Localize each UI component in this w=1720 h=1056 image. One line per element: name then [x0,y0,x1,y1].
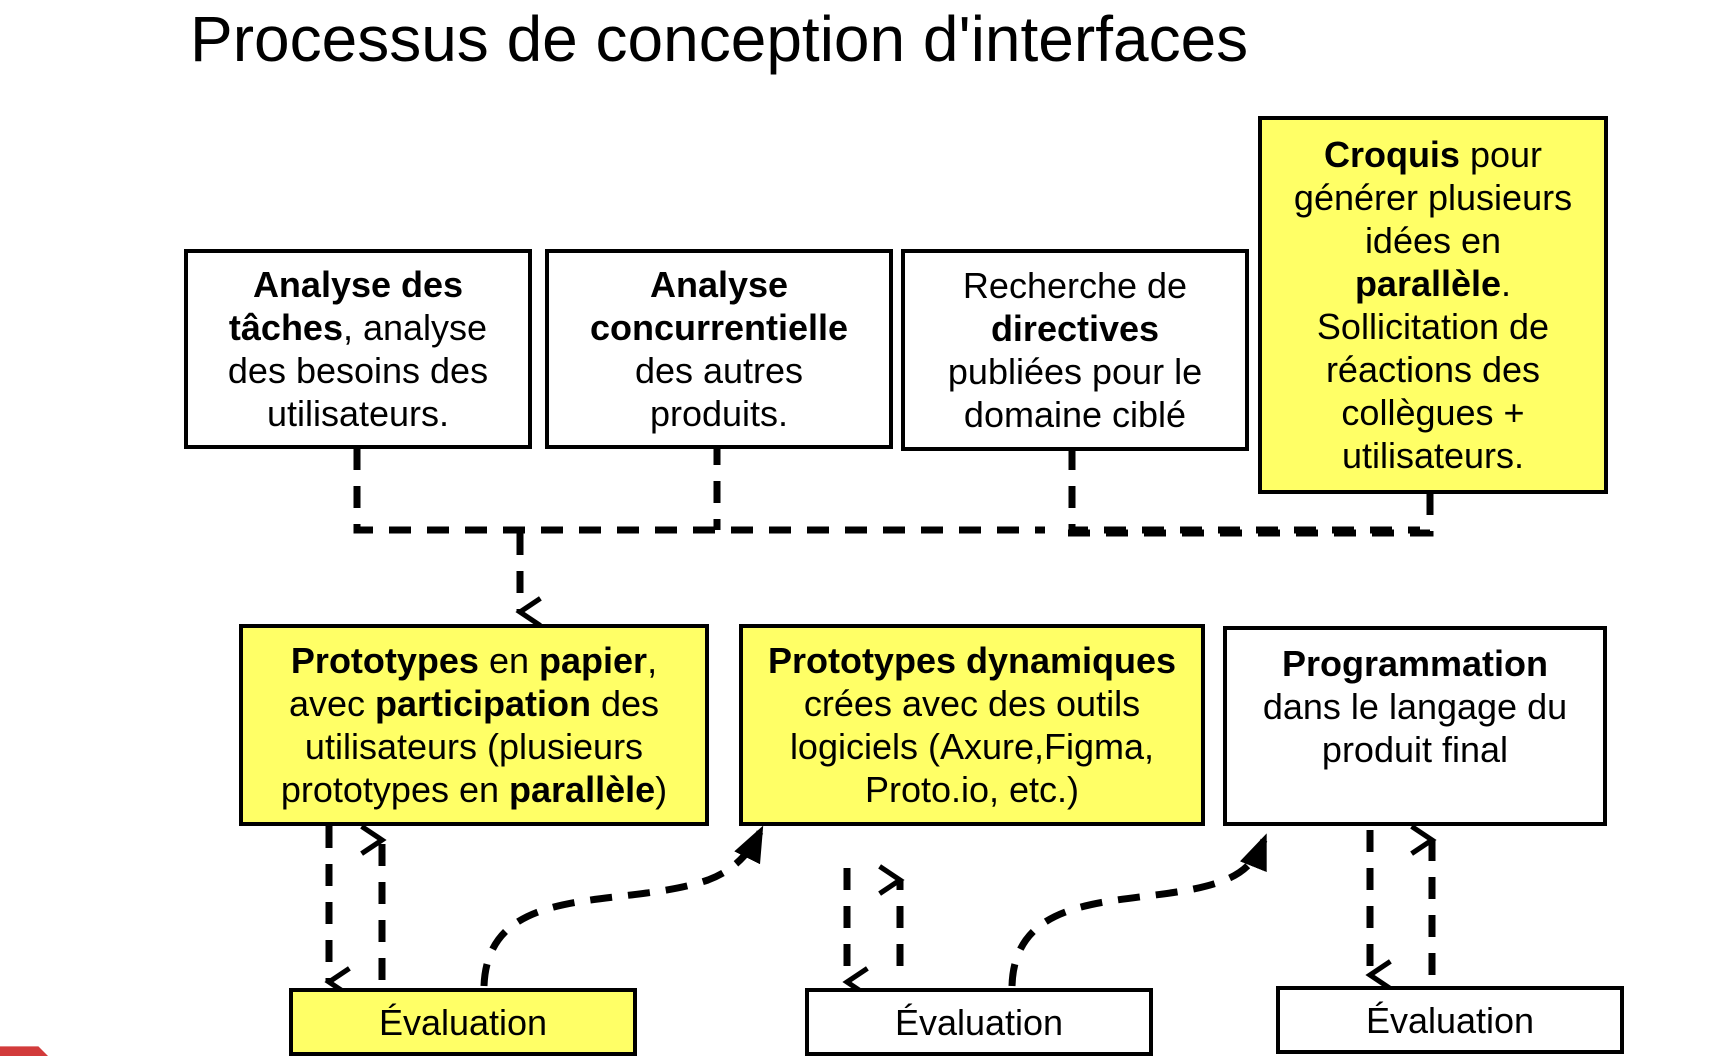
bold-text: directives [990,308,1160,349]
box-line: avec participation des [281,682,667,725]
box-prototypes-papier: Prototypes en papier,avec participation … [239,624,709,826]
bold-text: Analyse des [252,264,464,305]
evaluation-box-2: Évaluation [805,988,1153,1056]
box-line: dans le langage du [1263,685,1567,728]
bold-text: parallèle [1354,263,1502,304]
arrow-eval1-to-dynamiques [480,825,764,987]
bold-text: Croquis [1323,134,1460,175]
text: en [478,640,540,681]
box-line: utilisateurs (plusieurs [281,725,667,768]
text: réactions des [1325,349,1541,390]
text: utilisateurs. [1341,435,1525,476]
box-line: tâches, analyse [228,306,488,349]
box-line: Prototypes dynamiques [768,639,1176,682]
text: Recherche de [962,265,1188,306]
box-line: utilisateurs. [228,392,488,435]
text: pour [1459,134,1543,175]
box-line: prototypes en parallèle) [281,768,667,811]
text: prototypes en [280,769,510,810]
bold-text: parallèle [509,769,656,810]
box-line: directives [948,307,1202,350]
box-line: collègues + [1294,391,1572,434]
bold-text: Programmation [1281,643,1549,684]
box-line: produits. [590,392,848,435]
text: . [1501,263,1512,304]
box-line: Sollicitation de [1294,305,1572,348]
page-title: Processus de conception d'interfaces [190,3,1249,75]
box-line: produit final [1263,728,1567,771]
evaluation-box-3: Évaluation [1276,986,1624,1054]
text: Proto.io, etc.) [864,769,1080,810]
text: produits. [649,393,789,434]
bold-text: participation [374,683,592,724]
text: crées avec des outils [803,683,1141,724]
text: des autres [634,350,804,391]
bold-text: Prototypes [290,640,479,681]
text: produit final [1321,729,1509,770]
text: , analyse [342,307,488,348]
text: publiées pour le [947,351,1203,392]
bold-text: Analyse [649,264,789,305]
text: collègues + [1341,392,1525,433]
text: dans le langage du [1262,686,1568,727]
box-text: Prototypes en papier,avec participation … [281,639,667,811]
text: générer plusieurs [1293,177,1573,218]
bold-text: Prototypes dynamiques [767,640,1177,681]
bold-text: papier [539,640,648,681]
box-line: utilisateurs. [1294,434,1572,477]
box-line: Analyse des [228,263,488,306]
evaluation-label: Évaluation [894,1001,1064,1043]
box-line: parallèle. [1294,262,1572,305]
box-line: Croquis pour [1294,133,1572,176]
evaluation-label: Évaluation [1365,999,1535,1041]
box-line: domaine ciblé [948,393,1202,436]
text: des besoins des [227,350,489,391]
box-line: des besoins des [228,349,488,392]
evaluation-label: Évaluation [378,1001,548,1043]
box-line: des autres [590,349,848,392]
box-line: concurrentielle [590,306,848,349]
box-line: logiciels (Axure,Figma, [768,725,1176,768]
text: avec [288,683,375,724]
text: logiciels (Axure,Figma, [789,726,1155,767]
arrow-eval2-to-programmation [1008,833,1268,987]
box-line: publiées pour le [948,350,1202,393]
connector-croquis [1060,493,1434,537]
text: ) [655,769,668,810]
box-line: Proto.io, etc.) [768,768,1176,811]
text: Sollicitation de [1316,306,1550,347]
box-line: crées avec des outils [768,682,1176,725]
corner-decoration [0,1046,48,1056]
bold-text: tâches [228,307,343,348]
evaluation-box-1: Évaluation [289,988,637,1056]
box-line: Programmation [1263,642,1567,685]
text: , [647,640,658,681]
box-line: Prototypes en papier, [281,639,667,682]
box-line: Recherche de [948,264,1202,307]
connector-taches [353,448,1045,534]
box-line: Analyse [590,263,848,306]
text: domaine ciblé [963,394,1187,435]
bold-text: concurrentielle [589,307,849,348]
text: utilisateurs (plusieurs [304,726,644,767]
text: idées en [1364,220,1502,261]
box-line: idées en [1294,219,1572,262]
text: utilisateurs. [266,393,450,434]
text: des [591,683,660,724]
box-line: réactions des [1294,348,1572,391]
box-line: générer plusieurs [1294,176,1572,219]
